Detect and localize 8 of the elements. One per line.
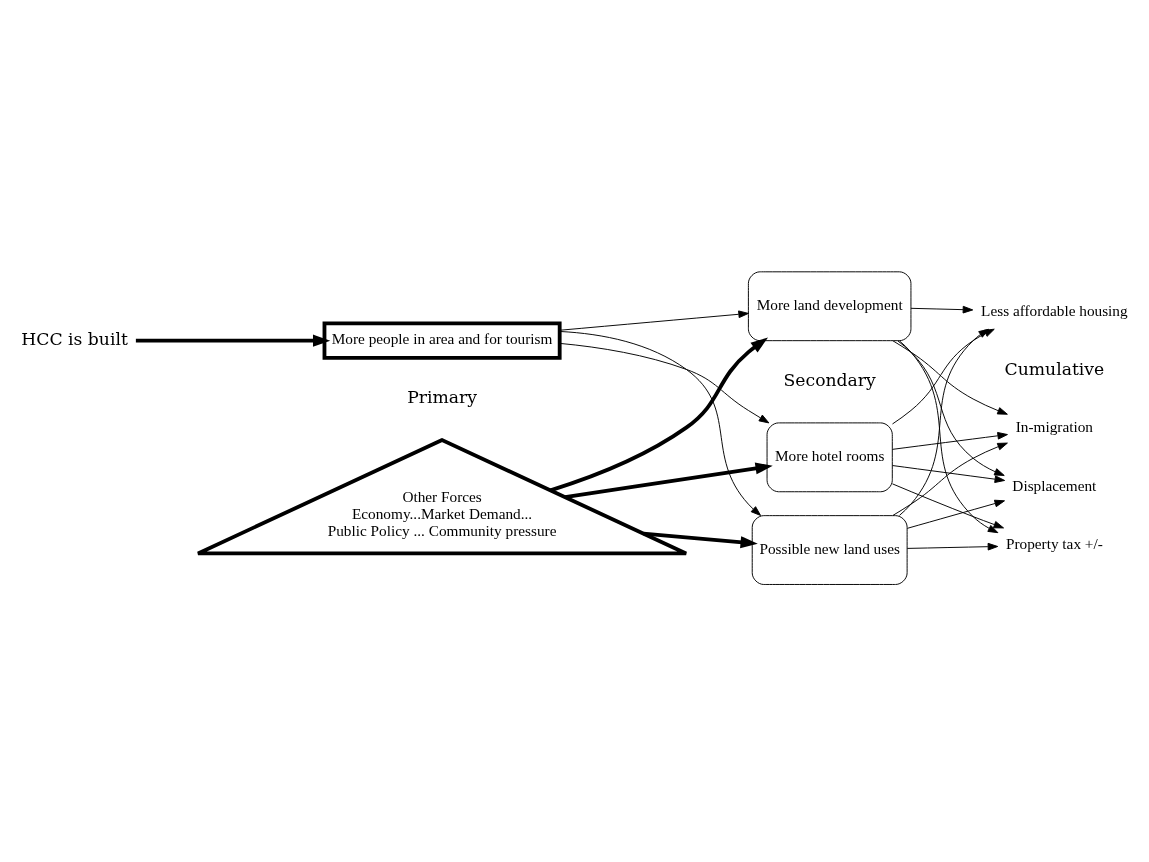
node-text: Property tax +/-	[1005, 534, 1103, 552]
label: Primary	[407, 386, 477, 407]
node-text: Displacement	[1012, 476, 1097, 494]
label: Cumulative	[1004, 358, 1105, 379]
node-text: In-migration	[1015, 417, 1093, 435]
label: Secondary	[783, 369, 876, 390]
node-text: Less affordable housing	[981, 301, 1128, 319]
node-text: HCC is built	[21, 328, 128, 349]
